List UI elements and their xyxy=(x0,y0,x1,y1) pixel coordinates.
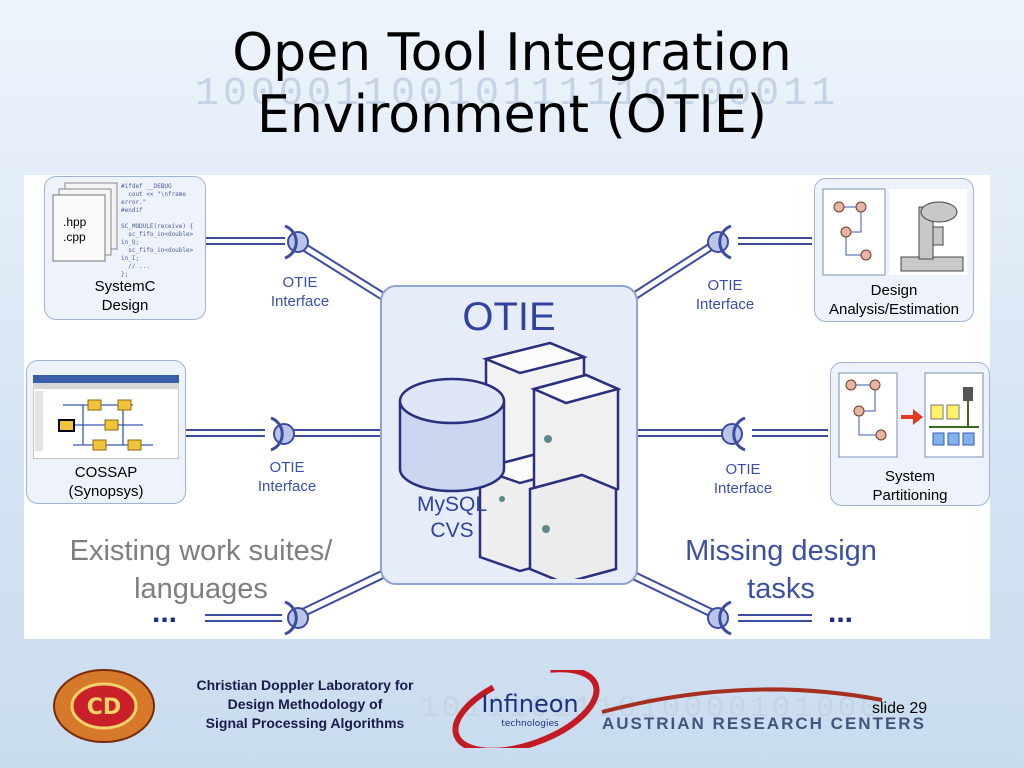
ellipsis-right: ... xyxy=(828,596,854,629)
title-line-2: Environment (OTIE) xyxy=(256,85,768,145)
partitioning-icon xyxy=(838,372,984,458)
database-label: MySQL CVS xyxy=(402,492,502,544)
system-partitioning-label-line2: Partitioning xyxy=(872,487,948,504)
database-label-cvs: CVS xyxy=(430,519,474,542)
interface-label-line2: Interface xyxy=(257,478,317,495)
background-binary-decoration: 10000110010111110100011 xyxy=(195,72,840,117)
otie-title: OTIE xyxy=(462,295,556,339)
slide-title: Open Tool Integration Environment (OTIE) xyxy=(0,22,1024,146)
design-analysis-label-line2: Analysis/Estimation xyxy=(828,301,960,318)
systemc-design-card: .hpp .cpp #ifdef __DEBUG cout << "\nfram… xyxy=(44,176,206,320)
design-analysis-label: Design Analysis/Estimation xyxy=(815,281,973,319)
austrian-research-centers-logo: AUSTRIAN RESEARCH CENTERS xyxy=(602,714,926,733)
system-partitioning-label-line1: System xyxy=(884,468,935,485)
interface-label-line2: Interface xyxy=(713,480,773,497)
christian-doppler-logo: CD xyxy=(53,669,155,743)
systemc-label: SystemC Design xyxy=(45,277,205,315)
arc-swoosh-icon xyxy=(601,687,883,714)
lab-name: Christian Doppler Laboratory for Design … xyxy=(160,676,450,733)
interface-label-top-right: OTIE Interface xyxy=(670,276,780,314)
code-snippet-decoration: #ifdef __DEBUG cout << "\nframe error." … xyxy=(121,183,194,278)
systemc-label-line1: SystemC xyxy=(94,278,156,295)
existing-caption-line1: Existing work suites/ xyxy=(69,535,333,567)
cossap-screenshot-icon xyxy=(33,375,179,459)
interface-label-line1: OTIE xyxy=(707,277,743,294)
lab-name-line1: Christian Doppler Laboratory for xyxy=(196,677,414,693)
lab-name-line2: Design Methodology of xyxy=(227,696,383,712)
ellipsis-left: ... xyxy=(152,596,178,629)
existing-caption-line2: languages xyxy=(134,573,268,605)
cossap-card: COSSAP (Synopsys) xyxy=(26,360,186,504)
missing-caption-line1: Missing design xyxy=(685,535,877,567)
design-analysis-card: Design Analysis/Estimation xyxy=(814,178,974,322)
source-files-icon xyxy=(52,182,118,262)
interface-label-line1: OTIE xyxy=(269,459,305,476)
microscope-graph-icon xyxy=(822,188,967,276)
cossap-label: COSSAP (Synopsys) xyxy=(27,463,185,501)
infineon-wordmark: Infineon xyxy=(481,690,578,718)
existing-suites-caption: Existing work suites/ languages xyxy=(40,532,362,608)
background-binary-decoration-bottom: 101110111010000101000 xyxy=(420,692,883,726)
missing-tasks-caption: Missing design tasks xyxy=(650,532,912,608)
cossap-label-line1: COSSAP xyxy=(74,464,138,481)
infineon-subtitle: technologies xyxy=(501,719,559,729)
cd-logo-letters: CD xyxy=(87,695,121,720)
interface-label-mid-right: OTIE Interface xyxy=(688,460,798,498)
title-line-1: Open Tool Integration xyxy=(232,23,792,83)
interface-label-mid-left: OTIE Interface xyxy=(232,458,342,496)
systemc-label-line2: Design xyxy=(101,297,149,314)
interface-label-line2: Interface xyxy=(695,296,755,313)
system-partitioning-card: System Partitioning xyxy=(830,362,990,506)
interface-label-line1: OTIE xyxy=(725,461,761,478)
infineon-logo: Infineon technologies xyxy=(452,670,600,748)
file-extensions: .hpp .cpp xyxy=(63,215,86,245)
cossap-label-line2: (Synopsys) xyxy=(68,483,144,500)
interface-label-top-left: OTIE Interface xyxy=(245,273,355,311)
lab-name-line3: Signal Processing Algorithms xyxy=(205,715,405,731)
missing-caption-line2: tasks xyxy=(747,573,815,605)
otie-central-box: OTIE MySQL CVS xyxy=(380,285,638,585)
interface-label-line2: Interface xyxy=(270,293,330,310)
file-ext-cpp: .cpp xyxy=(63,230,86,244)
database-servers-icon xyxy=(398,341,622,579)
file-ext-hpp: .hpp xyxy=(63,215,87,229)
interface-label-line1: OTIE xyxy=(282,274,318,291)
slide-number: slide 29 xyxy=(872,700,928,717)
design-analysis-label-line1: Design xyxy=(870,282,918,299)
system-partitioning-label: System Partitioning xyxy=(831,467,989,505)
database-label-mysql: MySQL xyxy=(416,493,487,516)
